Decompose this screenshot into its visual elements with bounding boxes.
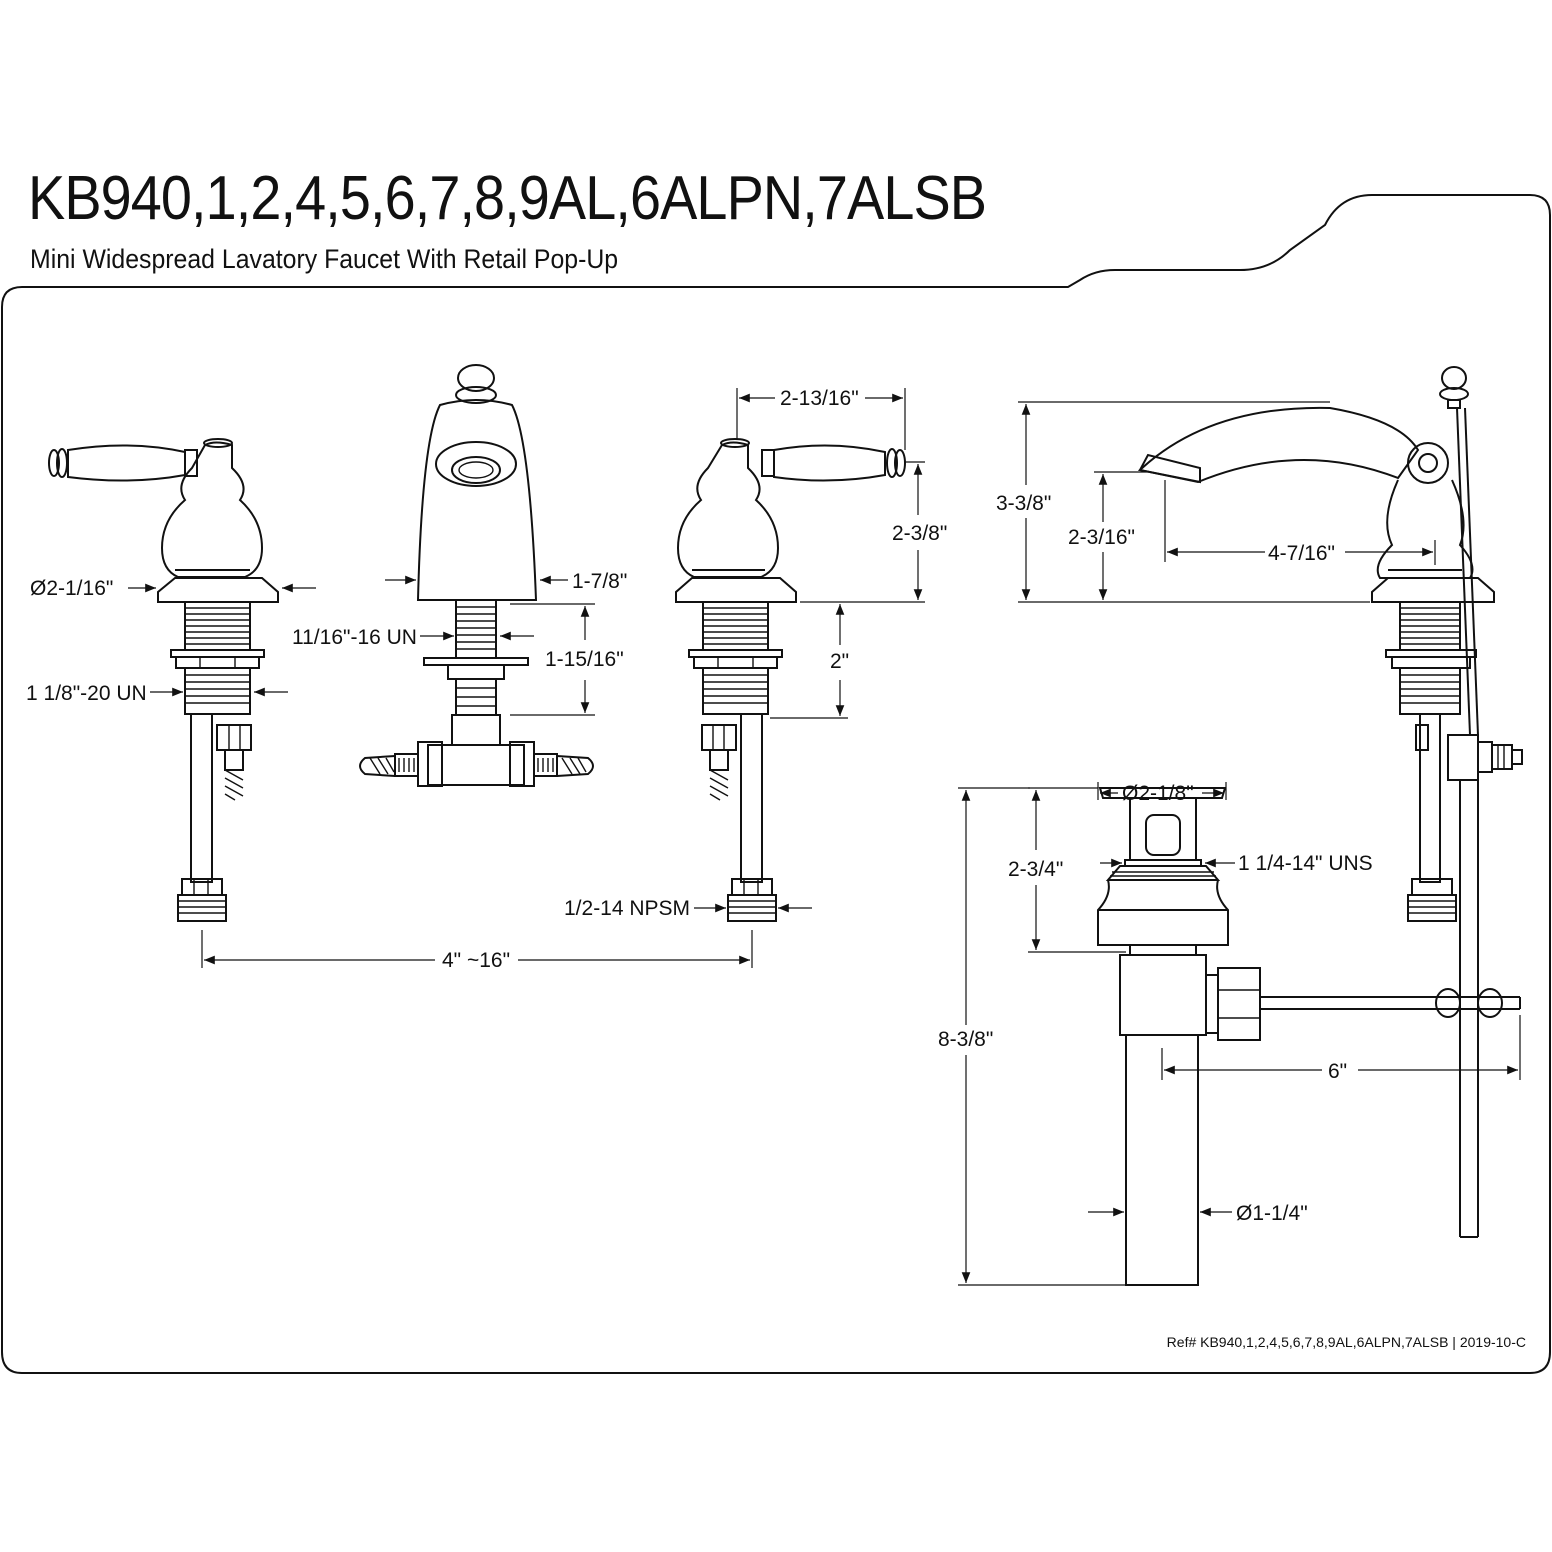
label-drain-flange-diameter: Ø2-1/8" [1122,782,1194,805]
dimension-labels: Ø2-1/16" 1 1/8"-20 UN 11/16"-16 UN 1-7/8… [26,387,1373,1225]
label-spout-clearance: 2-3/16" [1068,526,1135,549]
label-overall-height: 3-3/8" [996,492,1051,515]
label-handle-thread: 1 1/8"-20 UN [26,682,147,705]
label-shank-length: 2" [830,650,849,673]
reference-note: Ref# KB940,1,2,4,5,6,7,8,9AL,6ALPN,7ALSB… [1166,1334,1526,1350]
label-spout-reach: 4-7/16" [1268,542,1335,565]
label-spout-base-width: 1-7/8" [572,570,627,593]
page-title: KB940,1,2,4,5,6,7,8,9AL,6ALPN,7ALSB [28,164,987,233]
label-spread: 4" ~16" [442,949,510,972]
label-spout-shank-length: 1-15/16" [545,648,624,671]
label-pivot-rod-length: 6" [1328,1060,1347,1083]
label-drain-total-length: 8-3/8" [938,1028,993,1051]
pop-up-drain [1097,787,1521,1286]
label-drain-thread: 1 1/4-14" UNS [1238,852,1373,875]
dimension-lines [128,388,1521,1286]
frame-border [1,194,1551,1374]
label-handle-base-diameter: Ø2-1/16" [30,577,113,600]
right-handle-valve [675,438,906,922]
left-handle-valve [48,438,279,922]
label-handle-width: 2-13/16" [780,387,859,410]
page-subtitle: Mini Widespread Lavatory Faucet With Ret… [30,244,619,274]
label-spout-thread: 11/16"-16 UN [292,626,417,649]
label-drain-flange-height: 2-3/4" [1008,858,1063,881]
label-supply-connection: 1/2-14 NPSM [564,897,690,920]
spout-front-view [359,364,594,787]
label-handle-height: 2-3/8" [892,522,947,545]
label-tailpiece-diameter: Ø1-1/4" [1236,1202,1308,1225]
